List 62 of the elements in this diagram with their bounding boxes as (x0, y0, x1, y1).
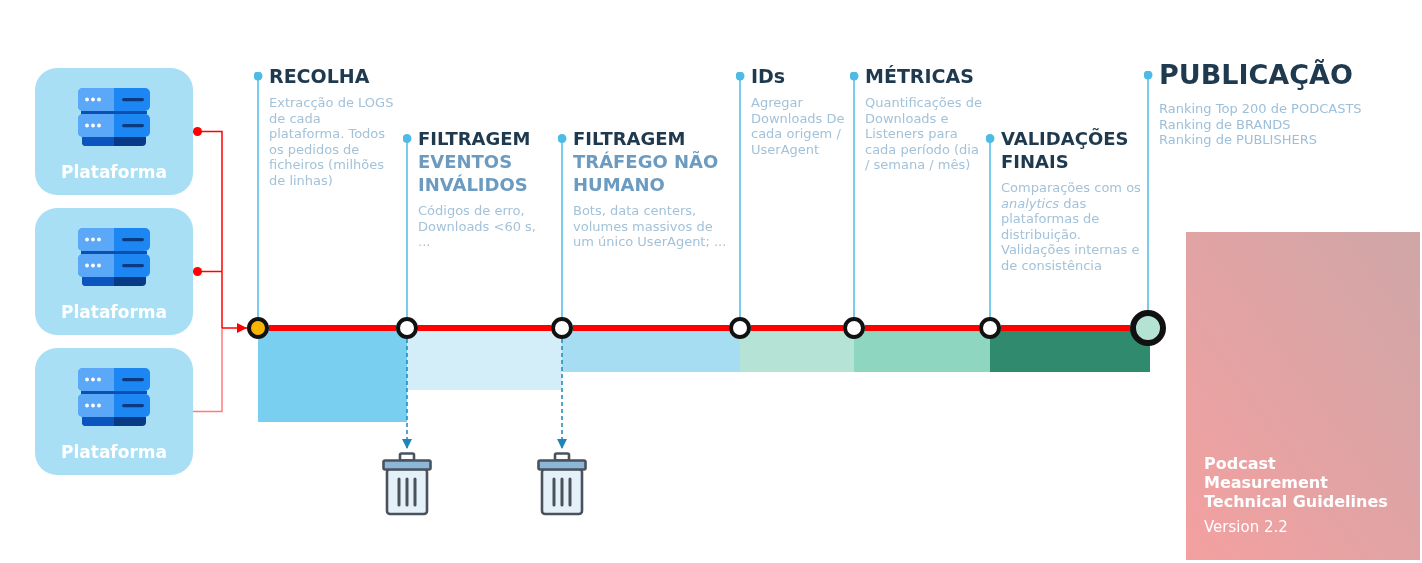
cover-title: Podcast Measurement Technical Guidelines (1204, 454, 1389, 511)
milestone-marker (247, 317, 269, 339)
dashed-arrow (402, 338, 412, 450)
timeline-line (418, 325, 551, 331)
connector-line (192, 267, 223, 276)
connector-arrow (221, 323, 248, 333)
connector-line (192, 327, 223, 413)
timeline-line (1001, 325, 1130, 331)
stage-subtitle: EVENTOS INVÁLIDOS (418, 150, 529, 196)
platform-label: Plataforma (61, 162, 167, 182)
volume-band (740, 330, 854, 372)
leader-line (557, 134, 567, 318)
stage-title: FILTRAGEM (418, 127, 531, 150)
volume-band (990, 330, 1150, 372)
milestone-marker (843, 317, 865, 339)
platform-card (35, 208, 193, 335)
report-cover (1186, 232, 1420, 560)
cover-version: Version 2.2 (1204, 518, 1288, 536)
timeline-line (751, 325, 843, 331)
volume-band (854, 330, 990, 372)
stage-description: Quantificações de Downloads e Listeners para cada período (dia / semana / mês) (865, 95, 983, 173)
volume-band (258, 330, 407, 422)
platform-card (35, 348, 193, 475)
ranking-item: Ranking de PUBLISHERS (1159, 132, 1317, 148)
leader-line (735, 71, 745, 318)
ranking-item: Ranking Top 200 de PODCASTS (1159, 101, 1362, 117)
milestone-marker (979, 317, 1001, 339)
stage-description: Bots, data centers, volumes massivos de um único UserAgent; ... (573, 203, 728, 250)
leader-line (253, 71, 263, 318)
stage-description: Extracção de LOGS de cada plataforma. Todos os pedidos de ficheiros (milhões de linhas) (269, 95, 395, 188)
milestone-marker (1130, 310, 1166, 346)
milestone-marker (396, 317, 418, 339)
stage-description: Comparações com os analytics das plataformas de distribuição. Validações internas e de consistência (1001, 180, 1142, 273)
connector-line (221, 270, 223, 329)
stage-title: IDs (751, 64, 786, 88)
trash-icon (537, 452, 587, 516)
stage-title: RECOLHA (269, 64, 370, 88)
stage-subtitle: TRÁFEGO NÃO HUMANO (573, 150, 720, 196)
platform-label: Plataforma (61, 442, 167, 462)
leader-line (849, 71, 859, 318)
milestone-marker (551, 317, 573, 339)
leader-line (985, 134, 995, 318)
timeline-line (573, 325, 729, 331)
dashed-arrow (557, 338, 567, 450)
stage-title: PUBLICAÇÃO (1159, 58, 1353, 92)
stage-title: VALIDAÇÕES FINAIS (1001, 127, 1130, 173)
leader-line (1143, 70, 1153, 311)
stage-description: Códigos de erro, Downloads <60 s, ... (418, 203, 537, 250)
platform-label: Plataforma (61, 302, 167, 322)
stage-description: Agregar Downloads De cada origem / UserAgent (751, 95, 846, 157)
timeline-line (865, 325, 979, 331)
trash-icon (382, 452, 432, 516)
leader-line (402, 134, 412, 318)
timeline-line (269, 325, 396, 331)
stage-title: FILTRAGEM (573, 127, 686, 150)
stage-title: MÉTRICAS (865, 64, 974, 88)
volume-band (562, 330, 740, 372)
platform-card (35, 68, 193, 195)
ranking-item: Ranking de BRANDS (1159, 116, 1291, 132)
volume-band (407, 330, 562, 390)
milestone-marker (729, 317, 751, 339)
connector-line (192, 127, 223, 273)
